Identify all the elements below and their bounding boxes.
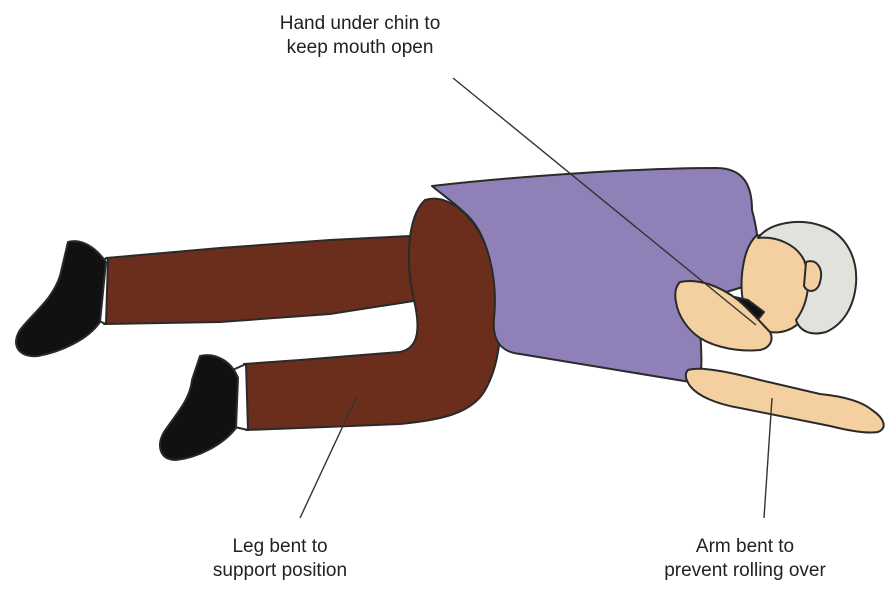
bent-arm bbox=[686, 369, 884, 433]
label-arm-bent-line1: Arm bent to bbox=[615, 535, 875, 559]
label-hand-under-chin: Hand under chin to keep mouth open bbox=[250, 12, 470, 60]
extended-leg bbox=[16, 236, 420, 356]
label-arm-bent: Arm bent to prevent rolling over bbox=[615, 535, 875, 583]
bent-leg-shoe bbox=[160, 355, 238, 460]
label-arm-bent-line2: prevent rolling over bbox=[615, 559, 875, 583]
label-leg-bent-line2: support position bbox=[170, 559, 390, 583]
extended-leg-trouser bbox=[104, 236, 420, 324]
label-leg-bent: Leg bent to support position bbox=[170, 535, 390, 583]
ear bbox=[804, 261, 821, 291]
label-leg-bent-line1: Leg bent to bbox=[170, 535, 390, 559]
extended-leg-shoe bbox=[16, 241, 106, 356]
leader-line-arm bbox=[764, 398, 772, 518]
label-hand-under-chin-line2: keep mouth open bbox=[250, 36, 470, 60]
bent-leg bbox=[160, 199, 500, 460]
label-hand-under-chin-line1: Hand under chin to bbox=[250, 12, 470, 36]
